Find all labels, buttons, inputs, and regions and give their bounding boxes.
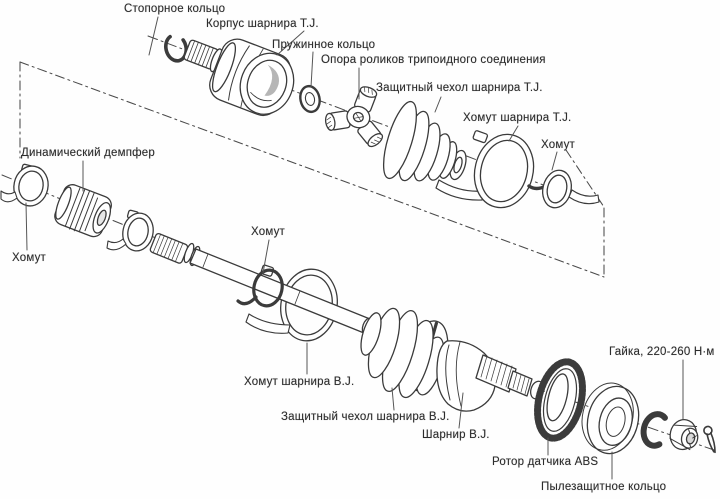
- label-tj-boot: Защитный чехол шарнира T.J.: [376, 82, 543, 94]
- bj-boot-part: [357, 305, 449, 401]
- tripod-part: [323, 84, 386, 150]
- spline-stub-part: [183, 38, 224, 73]
- bj-joint-part: [437, 341, 546, 411]
- washer-part: [640, 411, 666, 447]
- label-tj-clamp: Хомут шарнира T.J.: [463, 112, 572, 124]
- nut-part: [667, 417, 701, 453]
- label-tripod-support: Опора роликов трипоидного соединения: [321, 54, 546, 66]
- leader-lines: [26, 17, 683, 479]
- label-bj-joint: Шарнир B.J.: [422, 429, 490, 441]
- clamp-right-part: [529, 167, 599, 211]
- label-clamp-left: Хомут: [12, 252, 46, 264]
- label-abs-rotor: Ротор датчика ABS: [492, 456, 599, 468]
- label-damper: Динамический демпфер: [21, 147, 155, 159]
- tj-clamp-part: [436, 128, 541, 214]
- clamp-middle-part: [238, 265, 285, 309]
- tj-housing-part: [205, 35, 303, 123]
- label-clamp-top-right: Хомут: [541, 139, 575, 151]
- label-tj-housing: Корпус шарнира T.J.: [206, 18, 319, 30]
- tj-boot-part: [377, 98, 469, 183]
- cotter-pin-part: [703, 425, 719, 453]
- dust-ring-part: [575, 378, 646, 459]
- snap-ring-part: [163, 33, 189, 63]
- label-spring-ring: Пружинное кольцо: [272, 39, 376, 51]
- label-clamp-middle: Хомут: [251, 226, 285, 238]
- label-bj-boot: Защитный чехол шарнира B.J.: [281, 411, 450, 423]
- label-bj-clamp: Хомут шарнира B.J.: [244, 376, 355, 388]
- clamp-left-part: [1, 163, 52, 209]
- label-snap-ring: Стопорное кольцо: [124, 3, 226, 15]
- label-dust-ring: Пылезащитное кольцо: [541, 481, 667, 493]
- damper-part: [51, 182, 116, 241]
- label-nut: Гайка, 220-260 Н·м: [609, 346, 715, 358]
- abs-rotor-part: [530, 357, 590, 443]
- axle-shaft-part: [149, 233, 373, 335]
- spring-ring-part: [298, 84, 322, 113]
- clamp-mid-left-part: [107, 210, 157, 254]
